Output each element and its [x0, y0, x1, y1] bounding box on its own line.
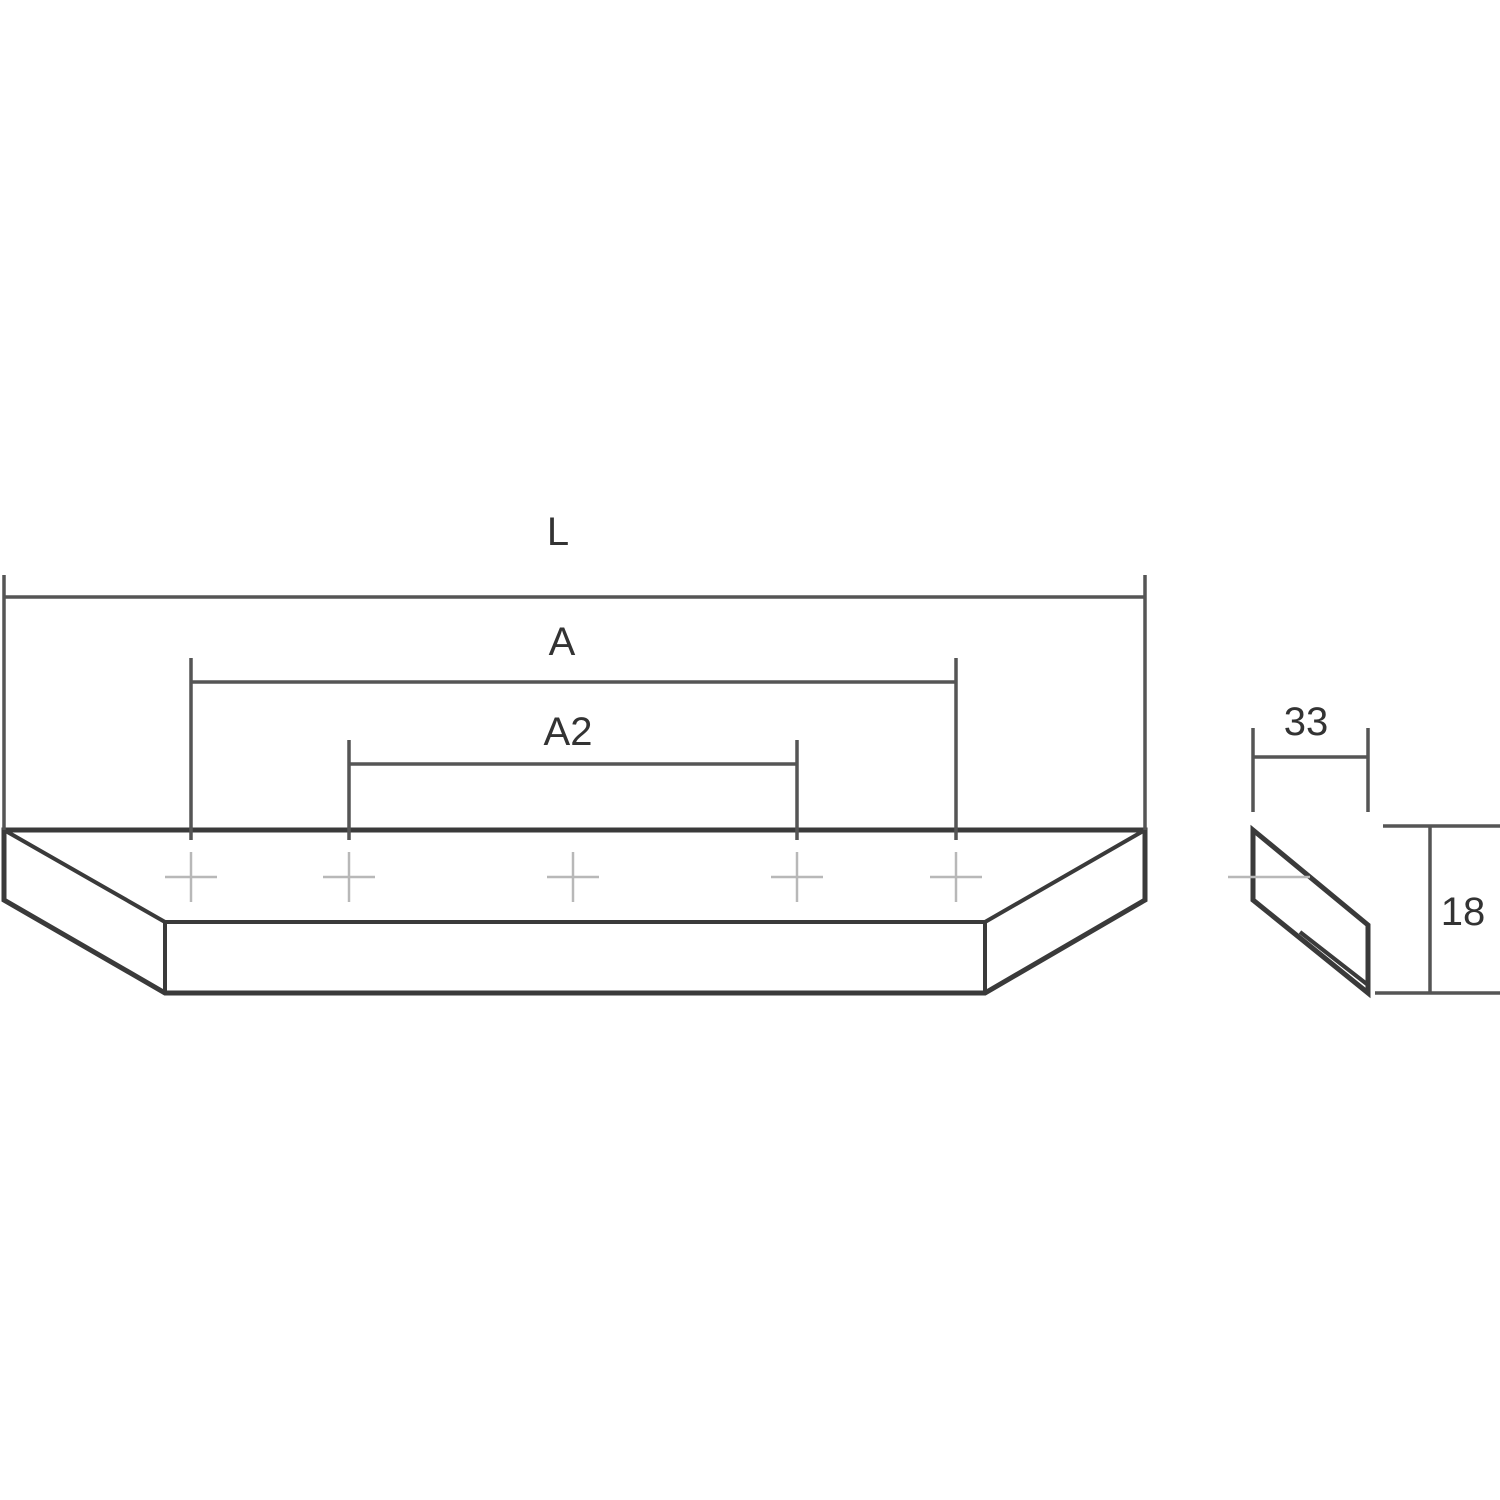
- dimension-label-depth: 33: [1284, 700, 1329, 744]
- hole-centermark: [771, 852, 823, 902]
- dimension-A: A: [189, 620, 958, 840]
- dimension-depth: 33: [1251, 700, 1370, 812]
- handle-front-outline: [1, 827, 1148, 996]
- handle-side-outline: [1250, 824, 1371, 999]
- hole-centermark: [547, 852, 599, 902]
- hole-centermark: [165, 852, 217, 902]
- dimension-A2: A2: [347, 710, 799, 840]
- front-view: [1, 827, 1148, 996]
- hole-centermark: [323, 852, 375, 902]
- dimension-label-L: L: [547, 510, 569, 554]
- dimension-height: 18: [1375, 824, 1500, 995]
- dimension-label-A: A: [549, 620, 576, 664]
- left-bevel-edge: [3, 828, 166, 924]
- dimension-label-height: 18: [1441, 890, 1486, 934]
- right-bevel-edge: [984, 828, 1146, 924]
- dimension-L: L: [2, 510, 1147, 830]
- hole-centermarks: [165, 852, 982, 902]
- side-view: [1228, 824, 1371, 999]
- side-inner-bevel: [1298, 930, 1370, 987]
- hole-centermark: [930, 852, 982, 902]
- dimension-label-A2: A2: [544, 710, 593, 754]
